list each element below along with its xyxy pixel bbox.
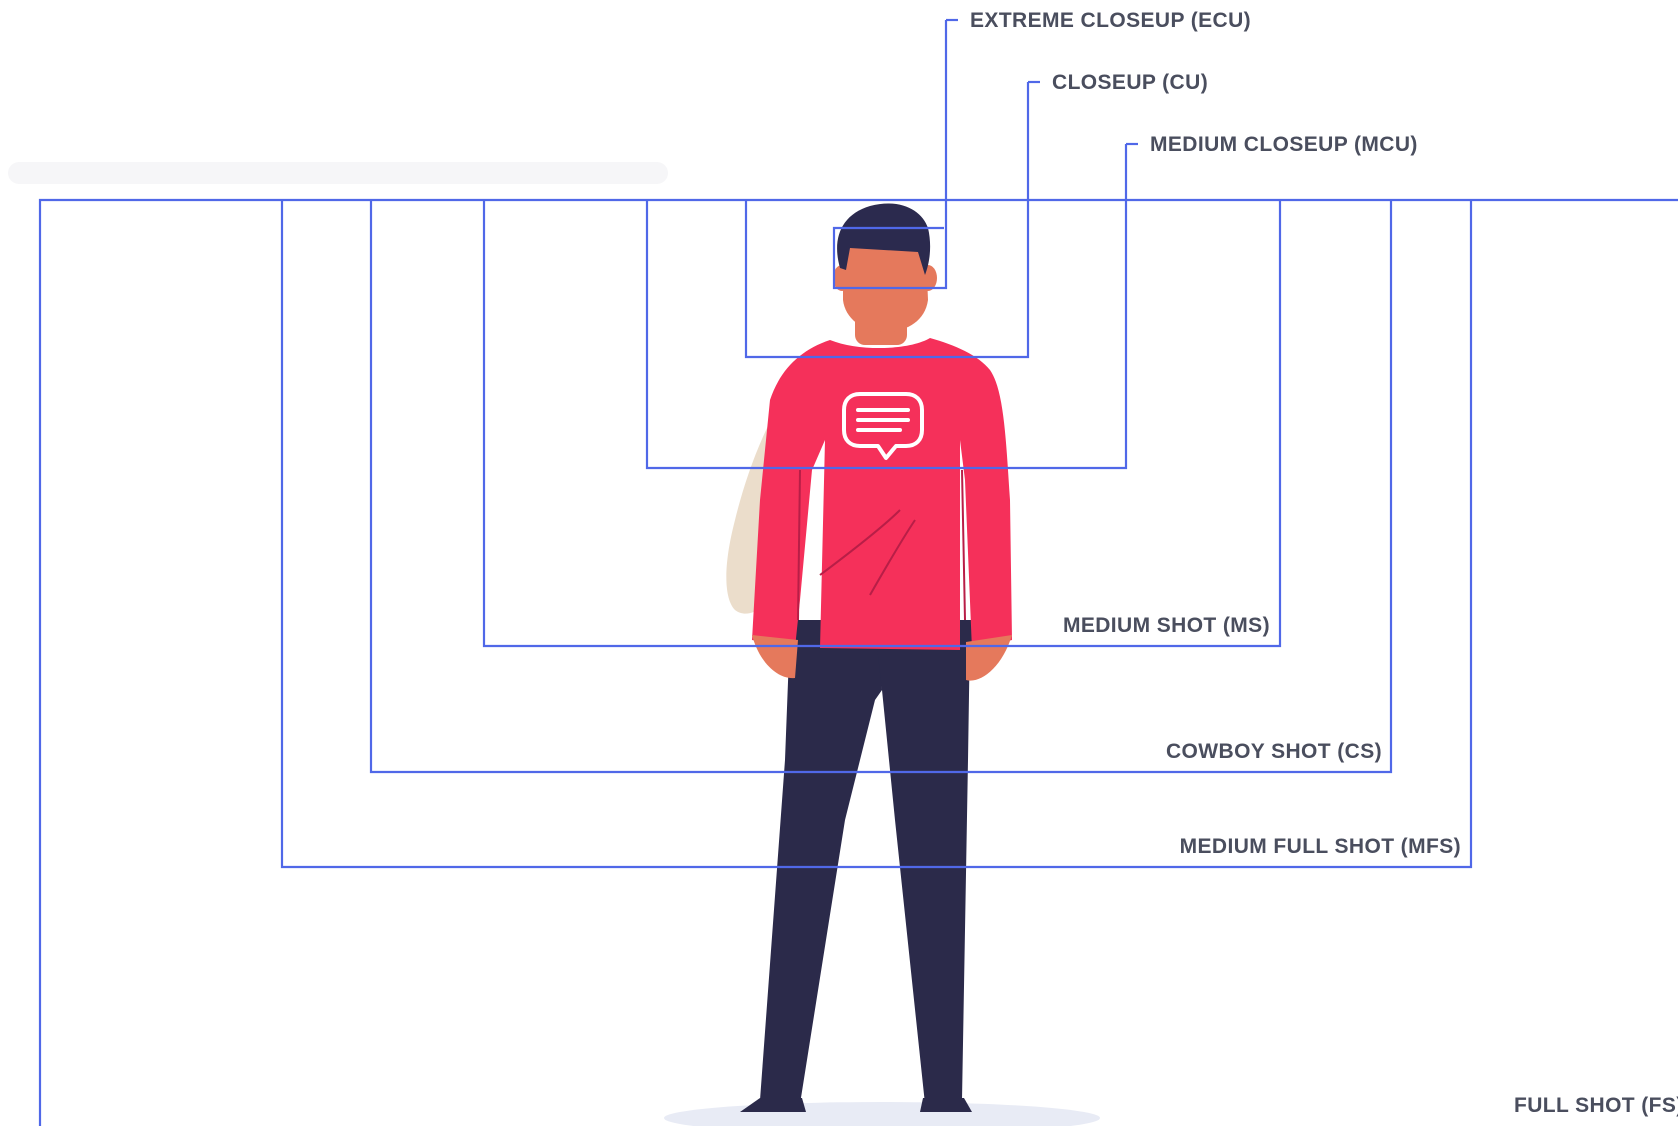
label-ms: MEDIUM SHOT (MS)	[1063, 614, 1270, 637]
right-shoe	[920, 1098, 972, 1112]
label-cu: CLOSEUP (CU)	[1052, 71, 1208, 94]
label-mfs: MEDIUM FULL SHOT (MFS)	[1180, 835, 1461, 858]
label-mcu: MEDIUM CLOSEUP (MCU)	[1150, 133, 1418, 156]
person-illustration	[726, 203, 1012, 1112]
sweater	[752, 338, 1012, 650]
background-banner	[8, 162, 668, 184]
label-fs: FULL SHOT (FS)	[1514, 1094, 1678, 1117]
label-cs: COWBOY SHOT (CS)	[1166, 740, 1382, 763]
left-shoe	[740, 1098, 806, 1112]
right-hand	[966, 635, 1012, 681]
sweater-fold	[962, 470, 965, 620]
label-ecu: EXTREME CLOSEUP (ECU)	[970, 9, 1251, 32]
shot-labels: EXTREME CLOSEUP (ECU) CLOSEUP (CU) MEDIU…	[970, 9, 1678, 1117]
ground-shadow	[664, 1102, 1100, 1126]
left-hand	[752, 635, 798, 678]
